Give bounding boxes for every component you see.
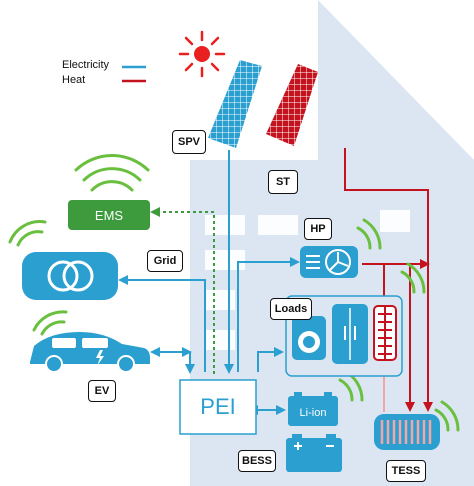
ems-box <box>68 200 150 230</box>
wifi-signal-icon <box>8 154 460 432</box>
ems-control-line <box>150 207 215 374</box>
grid-label: Grid <box>147 250 183 272</box>
loads-label: Loads <box>270 298 312 320</box>
bess-battery-icon <box>286 434 342 472</box>
heat-pump-icon <box>300 246 358 278</box>
solar-pv-panel-icon <box>208 60 262 148</box>
legend-heat-label: Heat <box>62 74 86 86</box>
electric-car-icon <box>30 332 150 373</box>
pei-label: PEI <box>200 394 236 419</box>
pei-box <box>179 379 257 435</box>
washing-machine-icon <box>292 316 326 360</box>
legend <box>122 65 146 83</box>
solar-thermal-panel-icon <box>266 64 318 146</box>
electricity-flows <box>118 150 300 415</box>
fridge-icon <box>332 304 368 364</box>
ev-label: EV <box>88 380 116 402</box>
grid-transformer-icon <box>22 252 118 300</box>
legend-electricity-label: Electricity <box>62 59 110 71</box>
battery-label: Li-ion <box>299 407 327 419</box>
hp-label: HP <box>304 218 332 240</box>
spv-label: SPV <box>172 130 206 154</box>
battery-icon <box>288 392 338 426</box>
st-label: ST <box>268 170 298 194</box>
thermal-storage-icon <box>374 414 440 450</box>
tess-label: TESS <box>386 460 426 482</box>
ems-label: EMS <box>94 207 124 223</box>
sun-icon <box>178 30 226 78</box>
bess-label: BESS <box>238 450 276 472</box>
radiator-icon <box>373 305 397 361</box>
